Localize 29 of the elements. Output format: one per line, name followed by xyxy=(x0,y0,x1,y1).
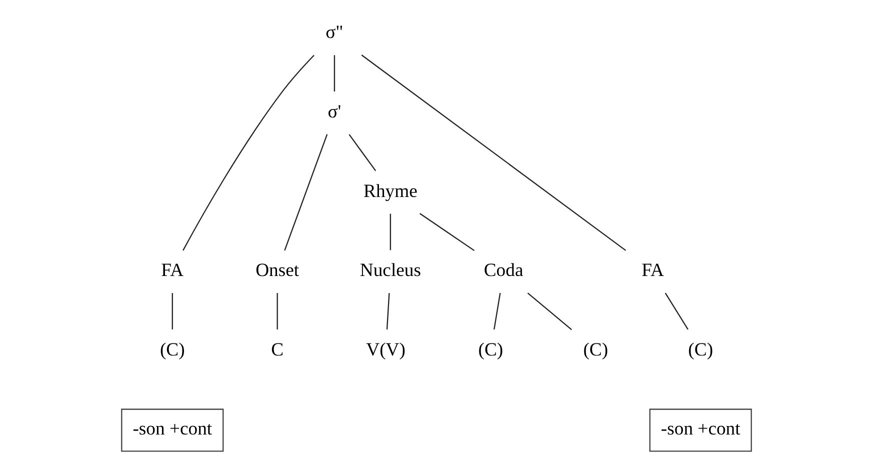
node-box: -son +cont xyxy=(120,408,224,452)
node-text: Rhyme xyxy=(363,180,417,202)
connector xyxy=(389,214,391,250)
connector xyxy=(664,292,688,330)
connector xyxy=(284,134,328,251)
node-text: (C) xyxy=(582,339,608,360)
node-text: FA xyxy=(641,260,664,282)
connector xyxy=(182,54,314,251)
node-text: (C) xyxy=(478,339,503,360)
connector xyxy=(493,292,500,330)
node-text: σ' xyxy=(327,101,341,122)
node-text: (C) xyxy=(159,339,184,360)
node-text: C xyxy=(270,339,284,360)
connector xyxy=(419,213,474,252)
node-text: V(V) xyxy=(366,339,405,360)
connector xyxy=(526,292,572,330)
connector xyxy=(386,293,390,330)
node-box: -son +cont xyxy=(648,408,752,452)
node-text: σ" xyxy=(325,22,343,44)
node-text: Nucleus xyxy=(359,260,420,282)
connector xyxy=(333,55,335,92)
node-text: FA xyxy=(160,260,184,282)
node-text: Onset xyxy=(255,260,299,282)
connector xyxy=(348,134,376,172)
node-text: Coda xyxy=(483,260,523,282)
connector xyxy=(276,293,278,330)
connector xyxy=(360,54,626,251)
connector xyxy=(171,293,172,330)
node-text: (C) xyxy=(688,339,713,360)
